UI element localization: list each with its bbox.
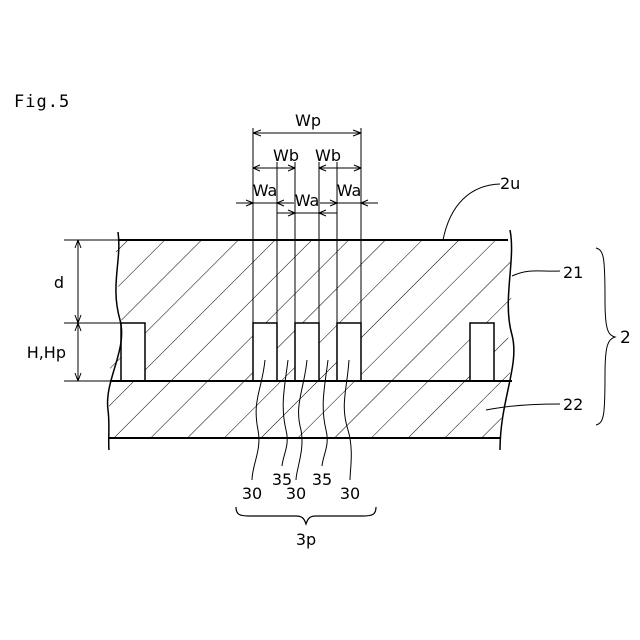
group-brace [236,507,376,524]
substrate-body [108,230,514,450]
label-2: 2 [620,328,631,348]
groove-30-c [337,323,361,381]
ref-30-a: 30 [242,484,262,503]
label-wb-left: Wb [273,146,299,165]
groove-left [121,323,145,381]
label-2u: 2u [500,174,520,193]
label-3p: 3p [296,530,316,549]
label-22: 22 [563,395,583,414]
label-wb-right: Wb [315,146,341,165]
label-wa-right: Wa [337,181,362,200]
label-21: 21 [563,263,583,282]
label-h-hp: H,Hp [27,343,66,362]
label-wa-left: Wa [253,181,278,200]
groove-right [470,323,494,381]
groove-30-b [295,323,319,381]
label-d: d [54,273,64,292]
ref-35-b: 35 [312,470,332,489]
label-wa-center: Wa [295,191,320,210]
ref-30-b: 30 [286,484,306,503]
groove-30-a [253,323,277,381]
ref-30-c: 30 [340,484,360,503]
label-wp: Wp [295,111,321,130]
